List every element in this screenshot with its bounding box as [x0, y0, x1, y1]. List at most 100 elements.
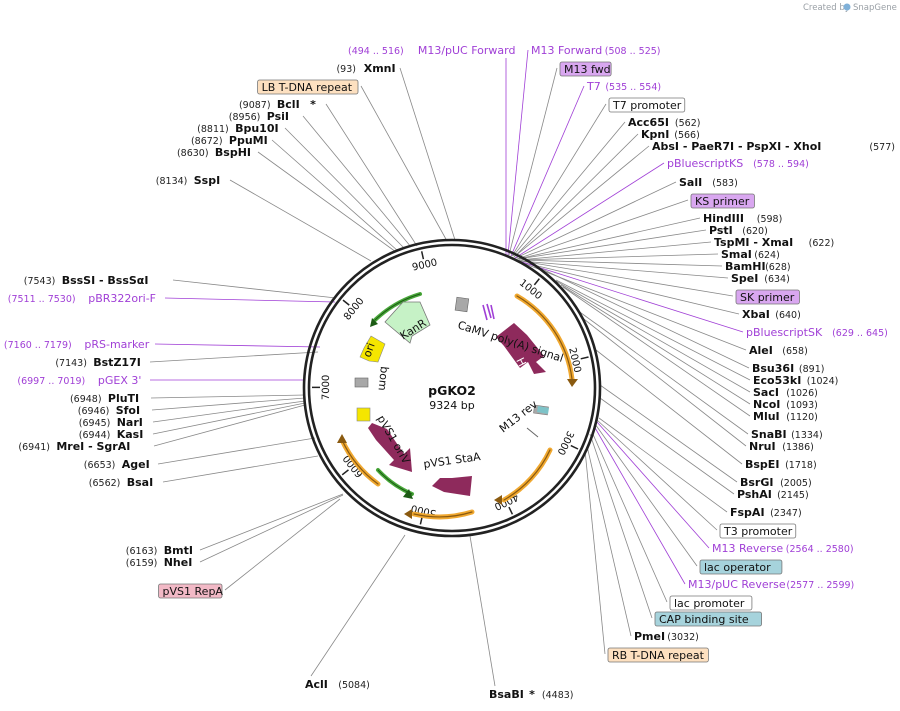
label-right-9-name: SalI [679, 176, 702, 189]
label-right-10-name: KS primer [695, 195, 750, 208]
label-right-40-name: BsaBI [489, 688, 524, 701]
credit-brand: SnapGene [853, 3, 897, 13]
label-right-15-name: BamHI [725, 260, 766, 273]
label-left-18-name: AgeI [122, 458, 150, 471]
label-right-35-name: M13/pUC Reverse [688, 578, 786, 591]
backbone-outer-strand [302, 238, 602, 538]
label-right-22-pos: (1024) [807, 376, 839, 387]
label-bom: bom [375, 366, 390, 392]
tick-label-9000: 9000 [411, 257, 438, 273]
snapgene-logo-icon [843, 3, 851, 11]
callout-right-14 [518, 253, 719, 261]
label-left-0-name: XmnI [364, 62, 396, 75]
callout-lines [149, 49, 751, 687]
callout-right-15 [519, 259, 723, 267]
label-left-1-name: LB T-DNA repeat [262, 81, 353, 94]
label-left-21-name: NheI [164, 556, 193, 569]
orf-arc-3-line [413, 511, 473, 518]
tick-label-7000: 7000 [321, 375, 332, 401]
feature-yellow-box [356, 407, 371, 422]
label-left-10-name: pRS-marker [84, 338, 149, 351]
label-right-14-pos: (624) [754, 250, 780, 261]
label-right-20-name: AleI [749, 344, 773, 357]
label-left-10-pos: (7160 .. 7179) [4, 340, 72, 351]
callout-right-6 [513, 133, 639, 258]
label-right-4-name: T7 promoter [612, 99, 682, 112]
callout-right-1 [507, 49, 529, 256]
plasmid-name: pGKO2 [428, 383, 476, 398]
label-left-6-name: BspHI [215, 146, 251, 159]
label-right-28-pos: (1718) [785, 460, 817, 471]
feature-lac-operator [537, 406, 549, 414]
callout-right-5 [512, 121, 626, 257]
arrowhead-6 [370, 318, 378, 327]
label-right-40-pos: (4483) [542, 690, 574, 701]
label-right-8-name: pBluescriptKS [667, 157, 743, 170]
tick-1000 [533, 278, 540, 286]
label-right-11-pos: (598) [757, 214, 783, 225]
label-right-7-pos: (577) [869, 142, 895, 153]
label-left-8-pos: (7543) [24, 276, 56, 287]
label-right-12-pos: (620) [742, 226, 768, 237]
label-left-13-pos: (6948) [70, 394, 102, 405]
label-left-2-star: * [310, 98, 316, 111]
label-left-7-pos: (8134) [156, 176, 188, 187]
label-right-31-name: FspAI [730, 506, 765, 519]
callout-right-25 [562, 286, 751, 417]
tick-label-3000: 3000 [554, 429, 575, 457]
label-right-32-box [719, 523, 797, 539]
label-left-15-pos: (6945) [79, 418, 111, 429]
label-right-27-pos: (1386) [782, 442, 814, 453]
callout-left-22 [224, 498, 341, 591]
label-m13-rev: M13 rev [497, 397, 540, 435]
callout-left-6 [257, 151, 397, 253]
label-right-13-pos: (622) [809, 238, 835, 249]
label-left-5-name: PpuMI [229, 134, 268, 147]
orf-arc-2 [501, 447, 553, 503]
label-left-21-pos: (6159) [126, 558, 158, 569]
green-arc-2-line [374, 293, 421, 321]
feature-bom [354, 377, 369, 388]
label-right-21-pos: (891) [799, 364, 825, 375]
label-left-8-name: BssSI - BssSαI [62, 274, 149, 287]
label-right-35-pos: (2577 .. 2599) [786, 580, 854, 591]
label-right-11-name: HindIII [703, 212, 744, 225]
callout-right-13 [518, 241, 712, 261]
callout-left-3 [302, 115, 412, 248]
feature-shapes [354, 296, 549, 496]
label-right-36-name: lac promoter [674, 597, 745, 610]
arrowhead-1 [567, 379, 578, 387]
label-right-3-name: T7 [586, 80, 601, 93]
label-right-1-pos: (508 .. 525) [605, 46, 661, 57]
callout-right-19 [521, 261, 744, 333]
orf-arc-1-line [516, 295, 573, 380]
label-right-41-name: AclI [305, 678, 328, 691]
callout-right-38 [586, 445, 632, 637]
label-left-0-pos: (93) [336, 64, 356, 75]
tick-2000 [580, 356, 589, 360]
label-left-22-box [158, 583, 223, 599]
label-left-17-pos: (6941) [18, 442, 50, 453]
label-left-19-name: BsaI [127, 476, 153, 489]
label-right-29-name: BsrGI [740, 476, 773, 489]
callout-left-10 [154, 343, 321, 348]
label-right-34-box [699, 559, 783, 575]
tick-3000 [570, 444, 579, 450]
callout-right-31 [598, 417, 728, 513]
callout-left-20 [199, 493, 344, 551]
orf-arrowheads [337, 318, 578, 519]
callout-left-9 [164, 297, 336, 303]
label-left-20-name: BmtI [164, 544, 193, 557]
label-left-14-name: SfoI [116, 404, 140, 417]
label-left-9-name: pBR322ori-F [88, 292, 156, 305]
callout-left-19 [162, 455, 319, 483]
label-left-12-pos: (6997 .. 7019) [17, 376, 85, 387]
label-left-19-pos: (6562) [89, 478, 121, 489]
label-right-19-name: pBluescriptSK [746, 326, 823, 339]
callout-right-4 [511, 103, 607, 257]
label-left-1-box [257, 79, 359, 95]
label-right-39-name: RB T-DNA repeat [612, 649, 705, 662]
